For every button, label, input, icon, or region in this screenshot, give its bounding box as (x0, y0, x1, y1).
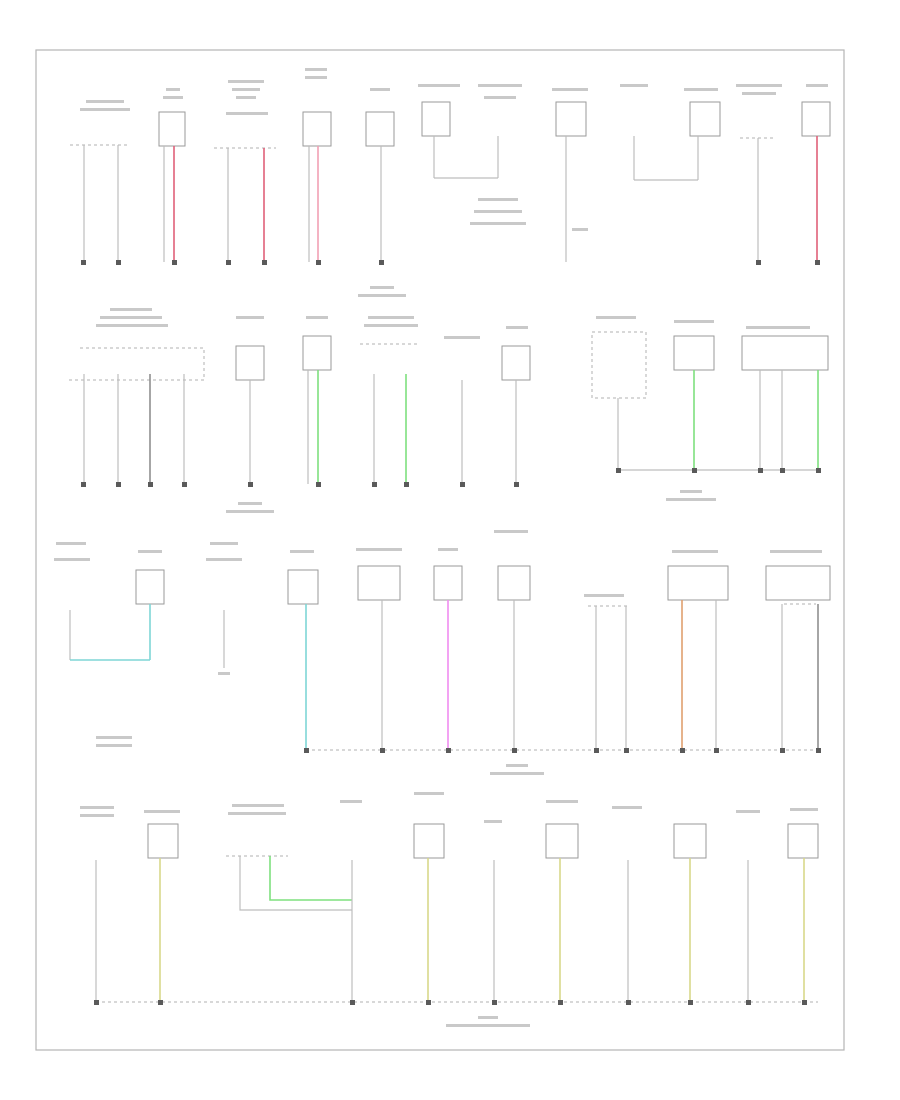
component-r2-c9 (741, 326, 829, 470)
component-r4-c11 (787, 808, 819, 1002)
component-r1-c9 (620, 84, 648, 180)
component-r4-c10 (736, 810, 760, 1002)
component-r3-c8 (584, 594, 628, 750)
component-r3-c1 (54, 542, 90, 660)
component-r4-c9 (673, 823, 707, 1002)
component-r1-c6 (418, 84, 460, 178)
row-3-ground-nodes (304, 748, 821, 753)
component-r1-c4 (302, 68, 332, 262)
component-r1-c7 (434, 84, 526, 225)
component-r3-c9 (667, 550, 729, 750)
component-r2-c7 (591, 316, 647, 470)
component-r1-c2 (158, 88, 186, 262)
component-r4-c5 (413, 792, 445, 1002)
component-r1-c11 (736, 84, 782, 262)
component-r4-c4 (340, 800, 362, 1002)
component-r1-c12 (801, 84, 831, 262)
row-2-components (66, 308, 829, 513)
component-r4-c7 (545, 800, 579, 1002)
component-r2-c2 (235, 316, 265, 484)
component-r3-c2 (70, 550, 165, 661)
component-r1-c10 (634, 88, 721, 181)
component-r3-c3 (206, 542, 242, 675)
component-r3-c7 (494, 530, 531, 750)
component-r2-c5 (444, 336, 480, 484)
component-r4-c8 (612, 806, 642, 1002)
component-r3-c5 (356, 548, 402, 750)
row-2-ground-nodes (81, 468, 821, 487)
component-r3-c6 (433, 548, 463, 750)
component-r4-c2 (144, 810, 180, 1002)
component-r2-c8 (673, 320, 715, 470)
component-r2-c3 (302, 316, 332, 484)
component-r1-c5 (365, 88, 395, 262)
component-r3-c10 (765, 550, 831, 750)
row-4-components (80, 792, 819, 1027)
component-r4-c1 (80, 806, 114, 1002)
component-r3-c4 (287, 550, 319, 750)
component-r2-c6 (501, 326, 531, 484)
component-r2-c1 (66, 308, 205, 484)
diagram-frame (35, 49, 845, 1051)
component-r1-c1 (70, 100, 130, 262)
component-r2-c4 (360, 316, 418, 484)
row-1-components (70, 68, 831, 297)
row-1-ground-nodes (81, 260, 820, 265)
component-r4-c3 (226, 804, 352, 911)
component-r1-c3 (214, 80, 276, 262)
row-4-ground-nodes (94, 1000, 807, 1005)
row-3-components (54, 530, 831, 775)
component-r4-c6 (484, 820, 502, 1002)
component-r1-c8 (552, 88, 588, 262)
